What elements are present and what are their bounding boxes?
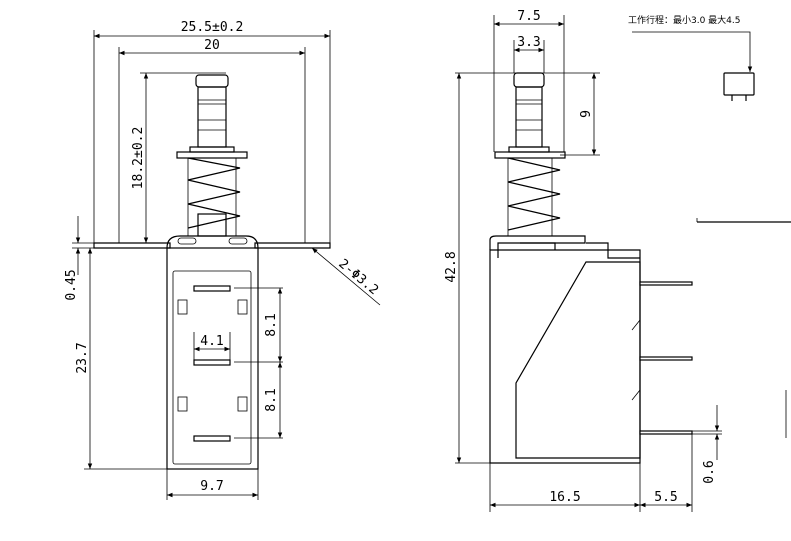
dim-hole-spacing: 20 (204, 38, 220, 53)
plunger-cap (195, 74, 229, 88)
side-plunger-cap (513, 72, 545, 88)
plunger-shaft (197, 86, 227, 148)
side-pin-top (639, 281, 693, 286)
dim-plunger-tip: 3.3 (517, 35, 540, 50)
dim-width-overall: 25.5±0.2 (181, 20, 244, 35)
dim-pin-length: 5.5 (654, 490, 677, 505)
side-pin-middle (639, 356, 693, 361)
side-view: 7.5 3.3 9 42.8 16.5 5.5 0.6 工作行程：最小3.0 最… (444, 9, 791, 512)
dim-hole-spec: 2-Φ3.2 (335, 256, 381, 298)
dim-body-width: 9.7 (200, 479, 223, 494)
side-body (489, 249, 641, 464)
dim-flange-thickness: 0.45 (64, 269, 79, 300)
dim-body-height: 23.7 (75, 342, 90, 373)
side-pin-bottom (639, 430, 693, 435)
spring-seat (176, 151, 248, 159)
dim-pin-spacing-bottom: 8.1 (264, 388, 279, 411)
flange-right (254, 242, 331, 249)
dim-plunger-height: 9 (579, 110, 594, 118)
dim-pin-width: 4.1 (200, 334, 223, 349)
dim-depth: 16.5 (549, 490, 580, 505)
side-frame-top (489, 235, 586, 258)
side-plunger-shaft (515, 86, 543, 148)
dim-stroke-height: 18.2±0.2 (131, 127, 146, 190)
switch-body (166, 247, 259, 470)
pin-top (193, 285, 231, 292)
dim-total-height: 42.8 (444, 251, 459, 282)
flange-left (93, 242, 171, 249)
pin-bottom (193, 435, 231, 442)
body-window (172, 270, 252, 465)
side-actuator (515, 261, 641, 459)
dim-plunger-width: 7.5 (517, 9, 540, 24)
travel-note: 工作行程：最小3.0 最大4.5 (628, 14, 741, 26)
dim-pin-thickness: 0.6 (702, 460, 717, 483)
side-spring (507, 157, 561, 231)
pin-middle (193, 359, 231, 366)
keycap-icon (723, 72, 755, 96)
front-view: 25.5±0.2 20 18.2±0.2 0.45 23.7 2-Φ3.2 8.… (64, 20, 381, 500)
spring (187, 157, 241, 229)
dim-pin-spacing-top: 8.1 (264, 313, 279, 336)
